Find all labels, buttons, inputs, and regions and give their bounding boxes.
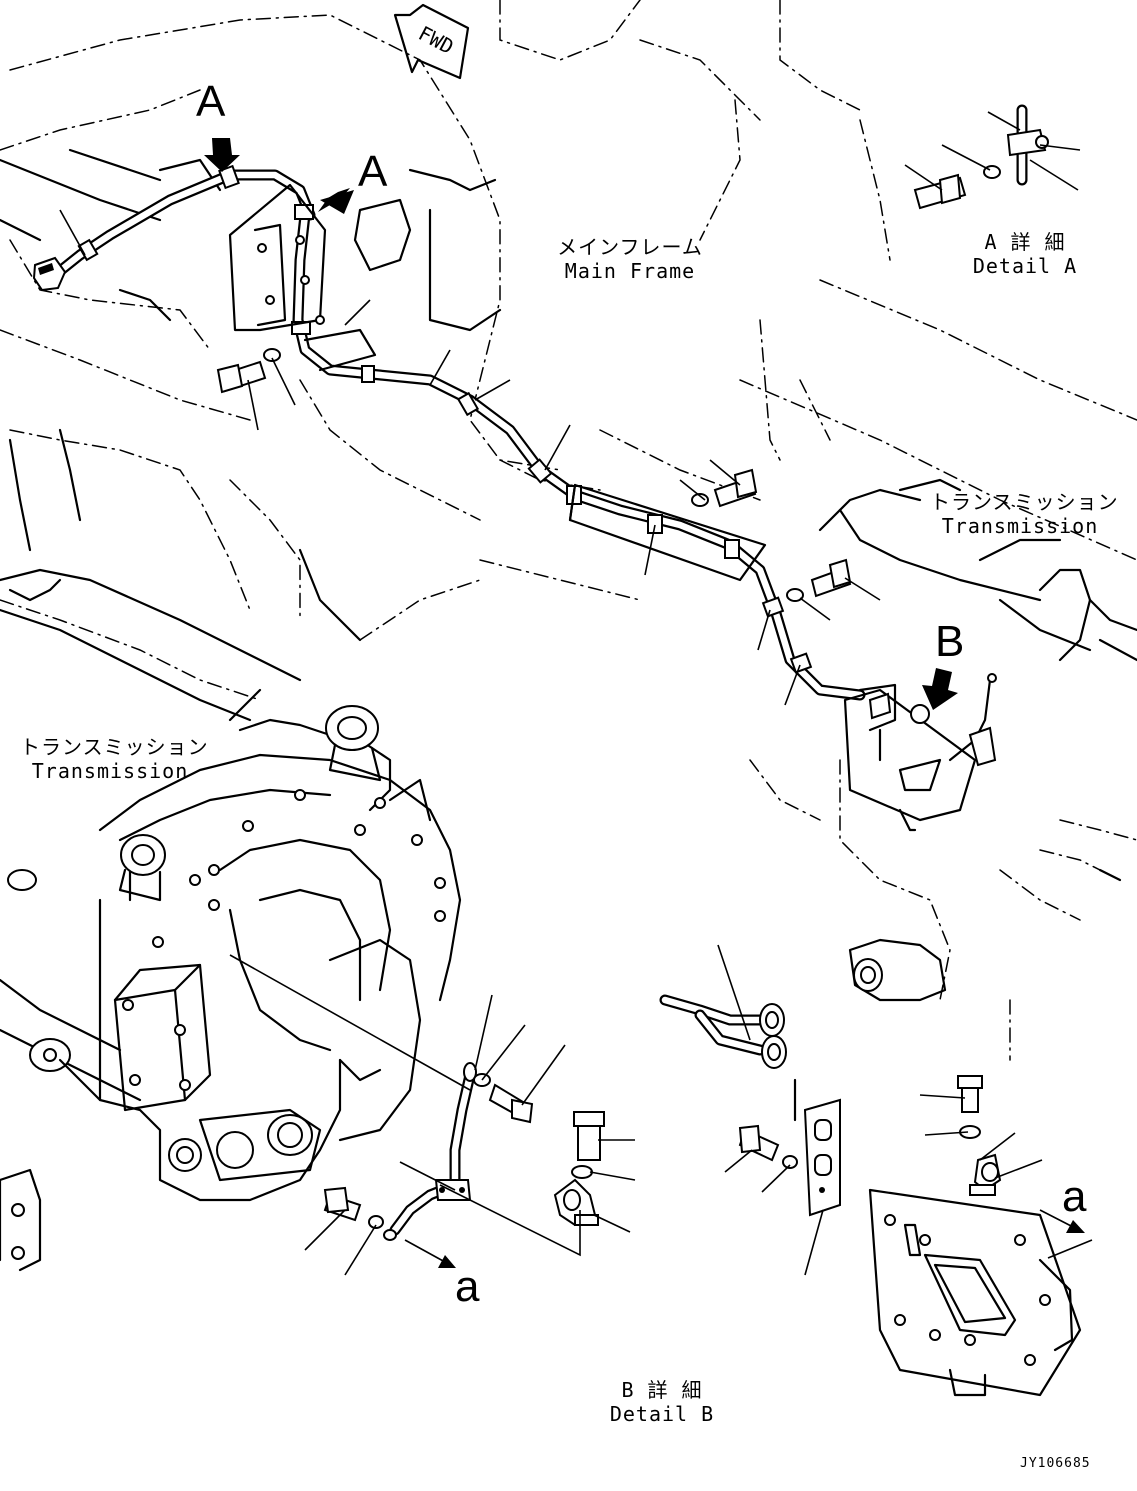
detail-b-label-en: Detail B	[609, 1402, 715, 1426]
bracket-plate-b	[843, 673, 997, 832]
harness-connector-left	[32, 256, 67, 292]
view-arrow-a-1	[204, 138, 240, 172]
transmission-left-label-jp: トランスミッション	[20, 735, 209, 759]
main-frame-solid-edges	[0, 148, 502, 642]
view-a-label-2: A	[358, 147, 388, 196]
view-b-label: B	[935, 617, 965, 666]
main-frame-outline	[0, 0, 1137, 701]
ref-arrow-a-1	[404, 1239, 456, 1268]
detail-a-label-en: Detail A	[972, 254, 1078, 278]
ref-a-label-2: a	[1062, 1172, 1087, 1221]
transmission-right-cap	[848, 938, 947, 1002]
transmission-housing	[58, 688, 462, 1202]
view-a-label-1: A	[196, 77, 226, 126]
view-arrow-a-2	[318, 188, 354, 214]
detail-b-hose-connectors	[659, 994, 797, 1122]
harness-clamps	[77, 164, 813, 674]
view-arrow-b	[922, 668, 958, 710]
drawing-id: JY106685	[1020, 1456, 1091, 1471]
lifting-eye-left	[118, 834, 166, 902]
main-frame-label-en: Main Frame	[564, 259, 696, 283]
bolts-and-washers	[216, 348, 852, 602]
detail-a-assembly	[913, 104, 1049, 210]
main-frame-label-jp: メインフレーム	[557, 235, 703, 259]
housing-bolts	[122, 789, 446, 1091]
ref-a-label-1: a	[455, 1262, 480, 1311]
rail-bracket	[568, 483, 767, 582]
ref-arrow-a-2	[1039, 1209, 1085, 1233]
detail-b-plate	[868, 1075, 1082, 1397]
transmission-right-label-jp: トランスミッション	[930, 490, 1119, 514]
detail-b-ground-cable	[323, 1062, 534, 1241]
detail-b-label-jp: B 詳 細	[621, 1378, 703, 1402]
detail-a-label-jp: A 詳 細	[984, 230, 1066, 254]
leader-lines	[59, 111, 1093, 1276]
detail-b-bracket	[738, 1098, 841, 1217]
lifting-eye-top	[325, 705, 382, 782]
transmission-left-label-en: Transmission	[31, 759, 189, 783]
bracket-plate-a	[228, 183, 377, 372]
transmission-right-label-en: Transmission	[941, 514, 1099, 538]
transmission-right-outline	[749, 478, 1137, 1061]
left-chassis-outline	[0, 568, 302, 1272]
fwd-indicator	[393, 3, 470, 80]
detail-b-clamp-assembly	[553, 1111, 605, 1227]
